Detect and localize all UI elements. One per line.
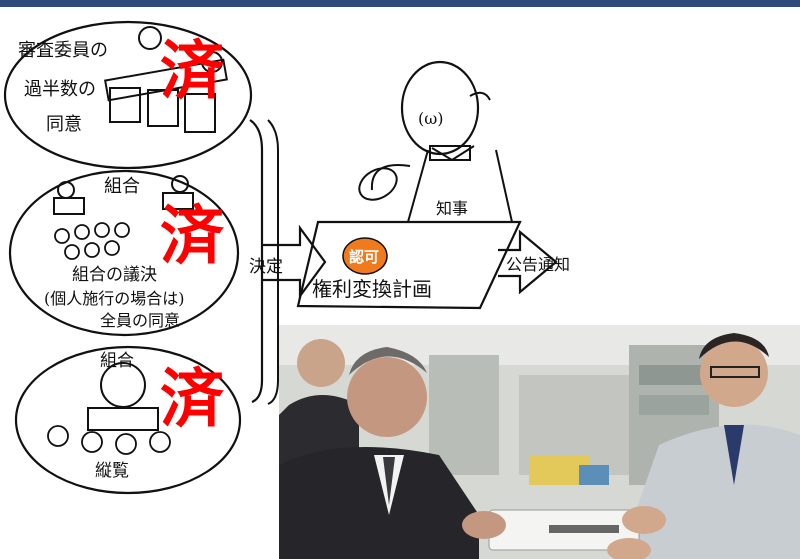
notify-label: 公告通知 bbox=[506, 255, 570, 274]
handover-photo bbox=[279, 325, 800, 559]
step1-line1: 審査委員の bbox=[18, 40, 108, 61]
done-stamp-1: 済 bbox=[160, 35, 224, 109]
bubble-public-inspection: 組合 縦覧 bbox=[14, 345, 242, 495]
document-label: 権利変換計画 bbox=[312, 277, 432, 301]
done-stamp-2: 済 bbox=[160, 200, 224, 274]
governor-label: 知事 bbox=[436, 199, 468, 218]
done-stamp-3: 済 bbox=[160, 363, 224, 437]
step2-line2: (個人施行の場合は) bbox=[44, 289, 185, 308]
bubble-committee-consent: 審査委員の 過半数の 同意 bbox=[3, 20, 253, 170]
svg-text:(ω): (ω) bbox=[418, 109, 444, 128]
step3-heading: 組合 bbox=[100, 351, 134, 371]
notify-arrow: 公告通知 bbox=[498, 229, 570, 295]
step2-line1: 組合の議決 bbox=[72, 265, 157, 285]
step3-line1: 縦覧 bbox=[95, 461, 129, 481]
top-bar bbox=[0, 0, 800, 7]
step2-heading: 組合 bbox=[104, 176, 140, 197]
step1-line2: 過半数の bbox=[24, 79, 96, 100]
approval-seal: 認可 bbox=[342, 237, 388, 275]
decision-label: 決定 bbox=[249, 257, 283, 277]
step1-line3: 同意 bbox=[46, 114, 82, 135]
governor-figure: (ω) 知事 bbox=[358, 60, 514, 223]
step2-line3: 全員の同意 bbox=[100, 311, 180, 330]
handover-photo-drawing bbox=[279, 325, 800, 559]
plan-document: 権利変換計画 bbox=[296, 220, 522, 310]
bubble-union-resolution: 組合 組合の議決 (個人施行の場合は) 全員の同意 bbox=[8, 169, 240, 337]
decision-arrow: 決定 bbox=[249, 119, 327, 405]
seal-label: 認可 bbox=[349, 248, 379, 266]
